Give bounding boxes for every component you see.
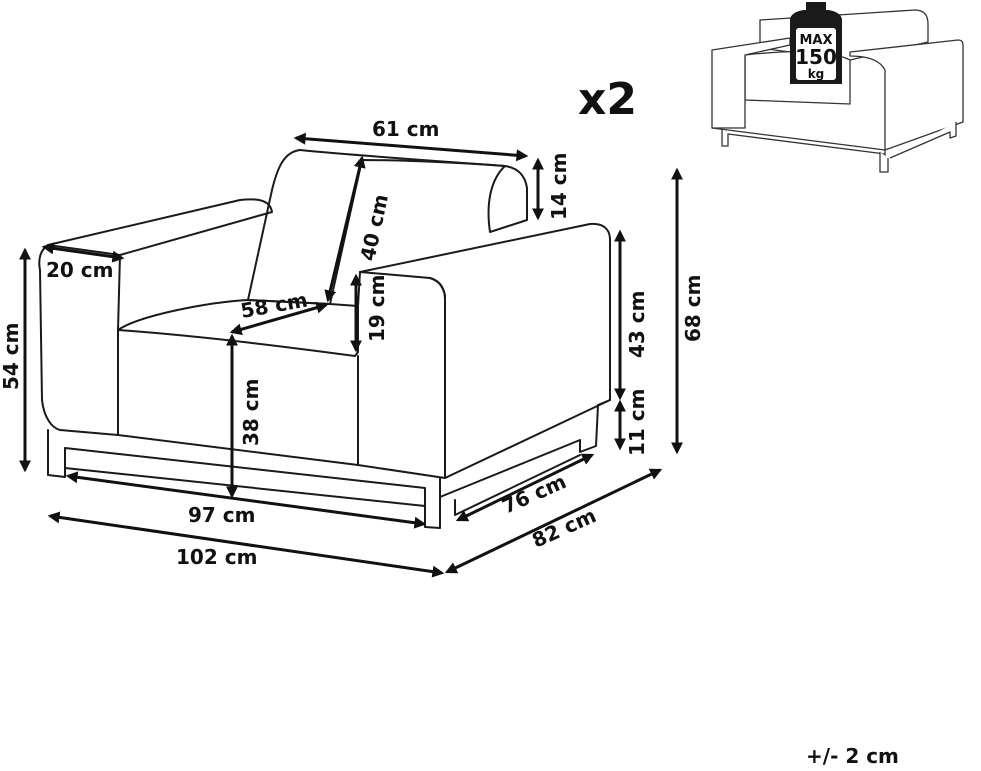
arrow-backrest-height [324,155,366,303]
weight-badge-max: MAX [799,33,832,48]
label-arm-height: 43 cm [625,291,649,359]
label-side-height: 54 cm [0,323,23,391]
dimension-arrows [19,132,683,578]
armchair-outline [38,149,611,529]
label-backrest-width: 61 cm [372,117,440,141]
label-total-height: 68 cm [681,275,705,343]
weight-badge-value: 150 [795,45,837,69]
arrow-total-width [47,511,445,578]
weight-icon: MAX 150 kg [790,2,842,84]
arrow-total-depth [444,468,663,574]
quantity-label: x2 [578,74,637,125]
arrow-arm-width [41,242,125,263]
label-total-width: 102 cm [176,545,257,569]
label-arm-width: 20 cm [46,258,114,282]
label-leg-height: 11 cm [625,389,649,457]
label-total-depth: 82 cm [528,503,599,552]
label-inner-width: 97 cm [188,503,256,527]
label-back-above-arm: 14 cm [547,153,571,221]
arrow-backrest-width [293,132,529,162]
tolerance-label: +/- 2 cm [806,744,899,768]
weight-badge-unit: kg [808,67,825,81]
label-backrest-height: 40 cm [355,192,393,263]
dimension-labels: 61 cm 14 cm 40 cm 20 cm 58 cm 19 cm 43 c… [0,117,705,569]
label-seat-height: 38 cm [239,379,263,447]
arrow-seat-depth [229,301,329,336]
label-arm-above-seat: 19 cm [365,275,389,343]
